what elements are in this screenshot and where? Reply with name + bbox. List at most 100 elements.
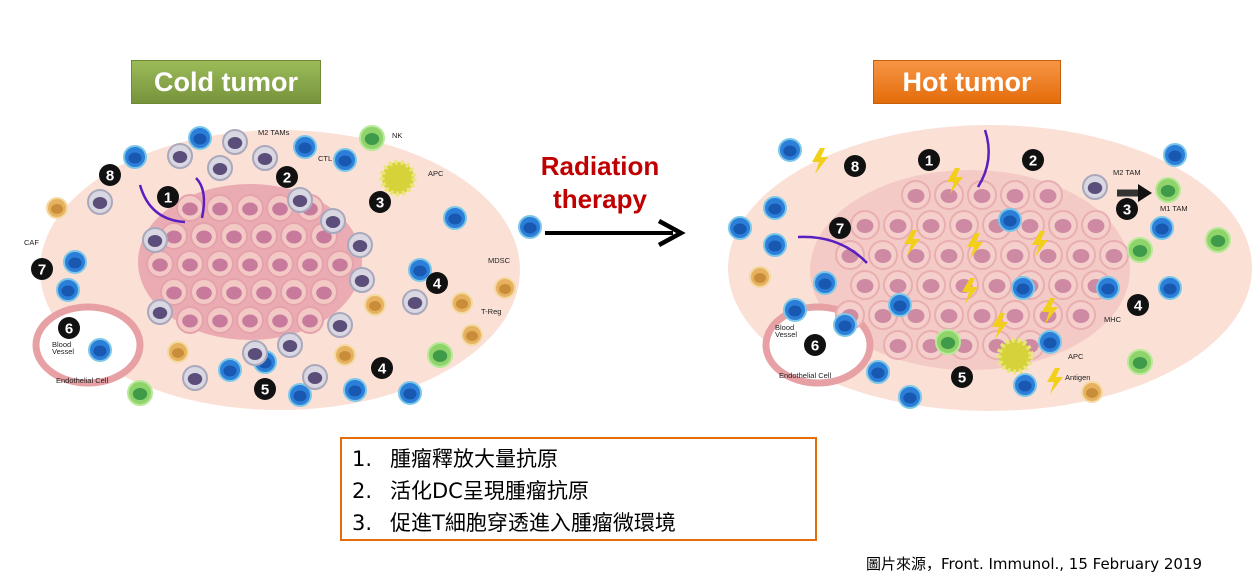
label-apc: APC xyxy=(428,169,444,178)
cold-step-badge: 7 xyxy=(31,258,53,280)
label-ctl: CTL xyxy=(318,154,332,163)
cold-step-badge: 5 xyxy=(254,378,276,400)
treg-cell xyxy=(461,324,483,346)
t-cell xyxy=(763,233,787,257)
tumor-cell xyxy=(176,306,204,334)
radiation-bolt-icon xyxy=(904,230,920,256)
hot-tumor-title: Hot tumor xyxy=(873,60,1061,104)
macrophage xyxy=(182,365,208,391)
m1-macrophage xyxy=(427,342,453,368)
label-mhc: MHC xyxy=(1104,315,1122,324)
t-cell xyxy=(1163,143,1187,167)
hot-step-badge: 5 xyxy=(951,366,973,388)
tumor-cell xyxy=(220,278,248,306)
tumor-cell xyxy=(296,250,324,278)
tumor-cell xyxy=(280,222,308,250)
macrophage xyxy=(1082,174,1108,200)
tumor-cell xyxy=(266,306,294,334)
tumor-cell xyxy=(901,240,931,270)
t-cell xyxy=(408,258,432,282)
macrophage xyxy=(242,340,268,366)
tumor-cell xyxy=(1048,210,1078,240)
release-arrow-hot xyxy=(976,129,990,188)
t-cell xyxy=(88,338,112,362)
hot-step-badge: 4 xyxy=(1127,294,1149,316)
radiation-bolt-icon xyxy=(1042,298,1058,324)
macrophage xyxy=(87,189,113,215)
tumor-cell xyxy=(176,250,204,278)
step-number-text: 4 xyxy=(433,276,442,293)
tumor-cell xyxy=(883,330,913,360)
step-number-text: 5 xyxy=(261,382,269,399)
tumor-cell xyxy=(326,250,354,278)
step-number-text: 6 xyxy=(65,321,73,338)
tumor-cell xyxy=(250,278,278,306)
label-endothelial-hot: Endothelial Cell xyxy=(779,371,831,380)
m1-macrophage xyxy=(1155,177,1181,203)
step-item: 1.腫瘤釋放大量抗原 xyxy=(352,443,815,475)
tumor-cell xyxy=(949,210,979,240)
tumor-cell xyxy=(1099,240,1129,270)
label-apc-hot: APC xyxy=(1068,352,1084,361)
t-cell xyxy=(888,293,912,317)
tumor-cell xyxy=(280,278,308,306)
t-cell xyxy=(288,383,312,407)
t-cell xyxy=(188,126,212,150)
radiation-line1: Radiation xyxy=(540,151,660,181)
label-mdsc: MDSC xyxy=(488,256,511,265)
tumor-cell xyxy=(916,270,946,300)
tumor-cell xyxy=(901,180,931,210)
hot-step-badge: 8 xyxy=(844,155,866,177)
t-cell xyxy=(293,135,317,159)
t-cell xyxy=(56,278,80,302)
hot-step-badge: 3 xyxy=(1116,198,1138,220)
t-cell xyxy=(866,360,890,384)
hot-step-badge: 1 xyxy=(918,149,940,171)
radiation-bolt-icon xyxy=(1047,368,1063,394)
tumor-cell xyxy=(146,250,174,278)
t-cell xyxy=(1038,330,1062,354)
macrophage xyxy=(402,289,428,315)
cold-step-badge: 1 xyxy=(157,186,179,208)
step-text: 促進T細胞穿透進入腫瘤微環境 xyxy=(390,511,676,535)
hot-tumor-illustration xyxy=(728,125,1252,411)
tumor-cell xyxy=(1033,240,1063,270)
radiation-bolt-icon xyxy=(812,148,828,174)
t-cell xyxy=(1096,276,1120,300)
tumor-cell xyxy=(1033,180,1063,210)
macrophage xyxy=(349,267,375,293)
t-cell xyxy=(63,250,87,274)
t-cell xyxy=(1158,276,1182,300)
radiation-bolt-icon xyxy=(962,278,978,304)
tumor-cell xyxy=(220,222,248,250)
release-arrow xyxy=(195,177,206,219)
cold-step-badge: 3 xyxy=(369,191,391,213)
t-cell xyxy=(1150,216,1174,240)
tumor-cell xyxy=(934,300,964,330)
step-number-text: 8 xyxy=(106,168,114,185)
treg-cell xyxy=(167,341,189,363)
step-item: 2.活化DC呈現腫瘤抗原 xyxy=(352,475,815,507)
radiation-bolt-icon xyxy=(967,233,983,259)
t-cell xyxy=(728,216,752,240)
treg-cell xyxy=(46,197,68,219)
hot-step-badge: 2 xyxy=(1022,149,1044,171)
label-nk: NK xyxy=(392,131,402,140)
macrophage xyxy=(327,312,353,338)
apc-cell xyxy=(379,159,417,197)
tumor-cell xyxy=(883,210,913,240)
cold-step-badge: 4 xyxy=(371,357,393,379)
t-cell xyxy=(783,298,807,322)
t-cell xyxy=(398,381,422,405)
step-number-text: 1 xyxy=(164,190,172,207)
tumor-cell xyxy=(949,270,979,300)
m1-macrophage xyxy=(935,329,961,355)
radiation-line2: therapy xyxy=(553,184,647,214)
step-number-text: 7 xyxy=(836,221,844,238)
label-blood-hot: Blood xyxy=(775,323,794,332)
label-vessel-hot: Vessel xyxy=(775,330,797,339)
macrophage xyxy=(277,332,303,358)
treg-cell xyxy=(494,277,516,299)
t-cell xyxy=(123,145,147,169)
